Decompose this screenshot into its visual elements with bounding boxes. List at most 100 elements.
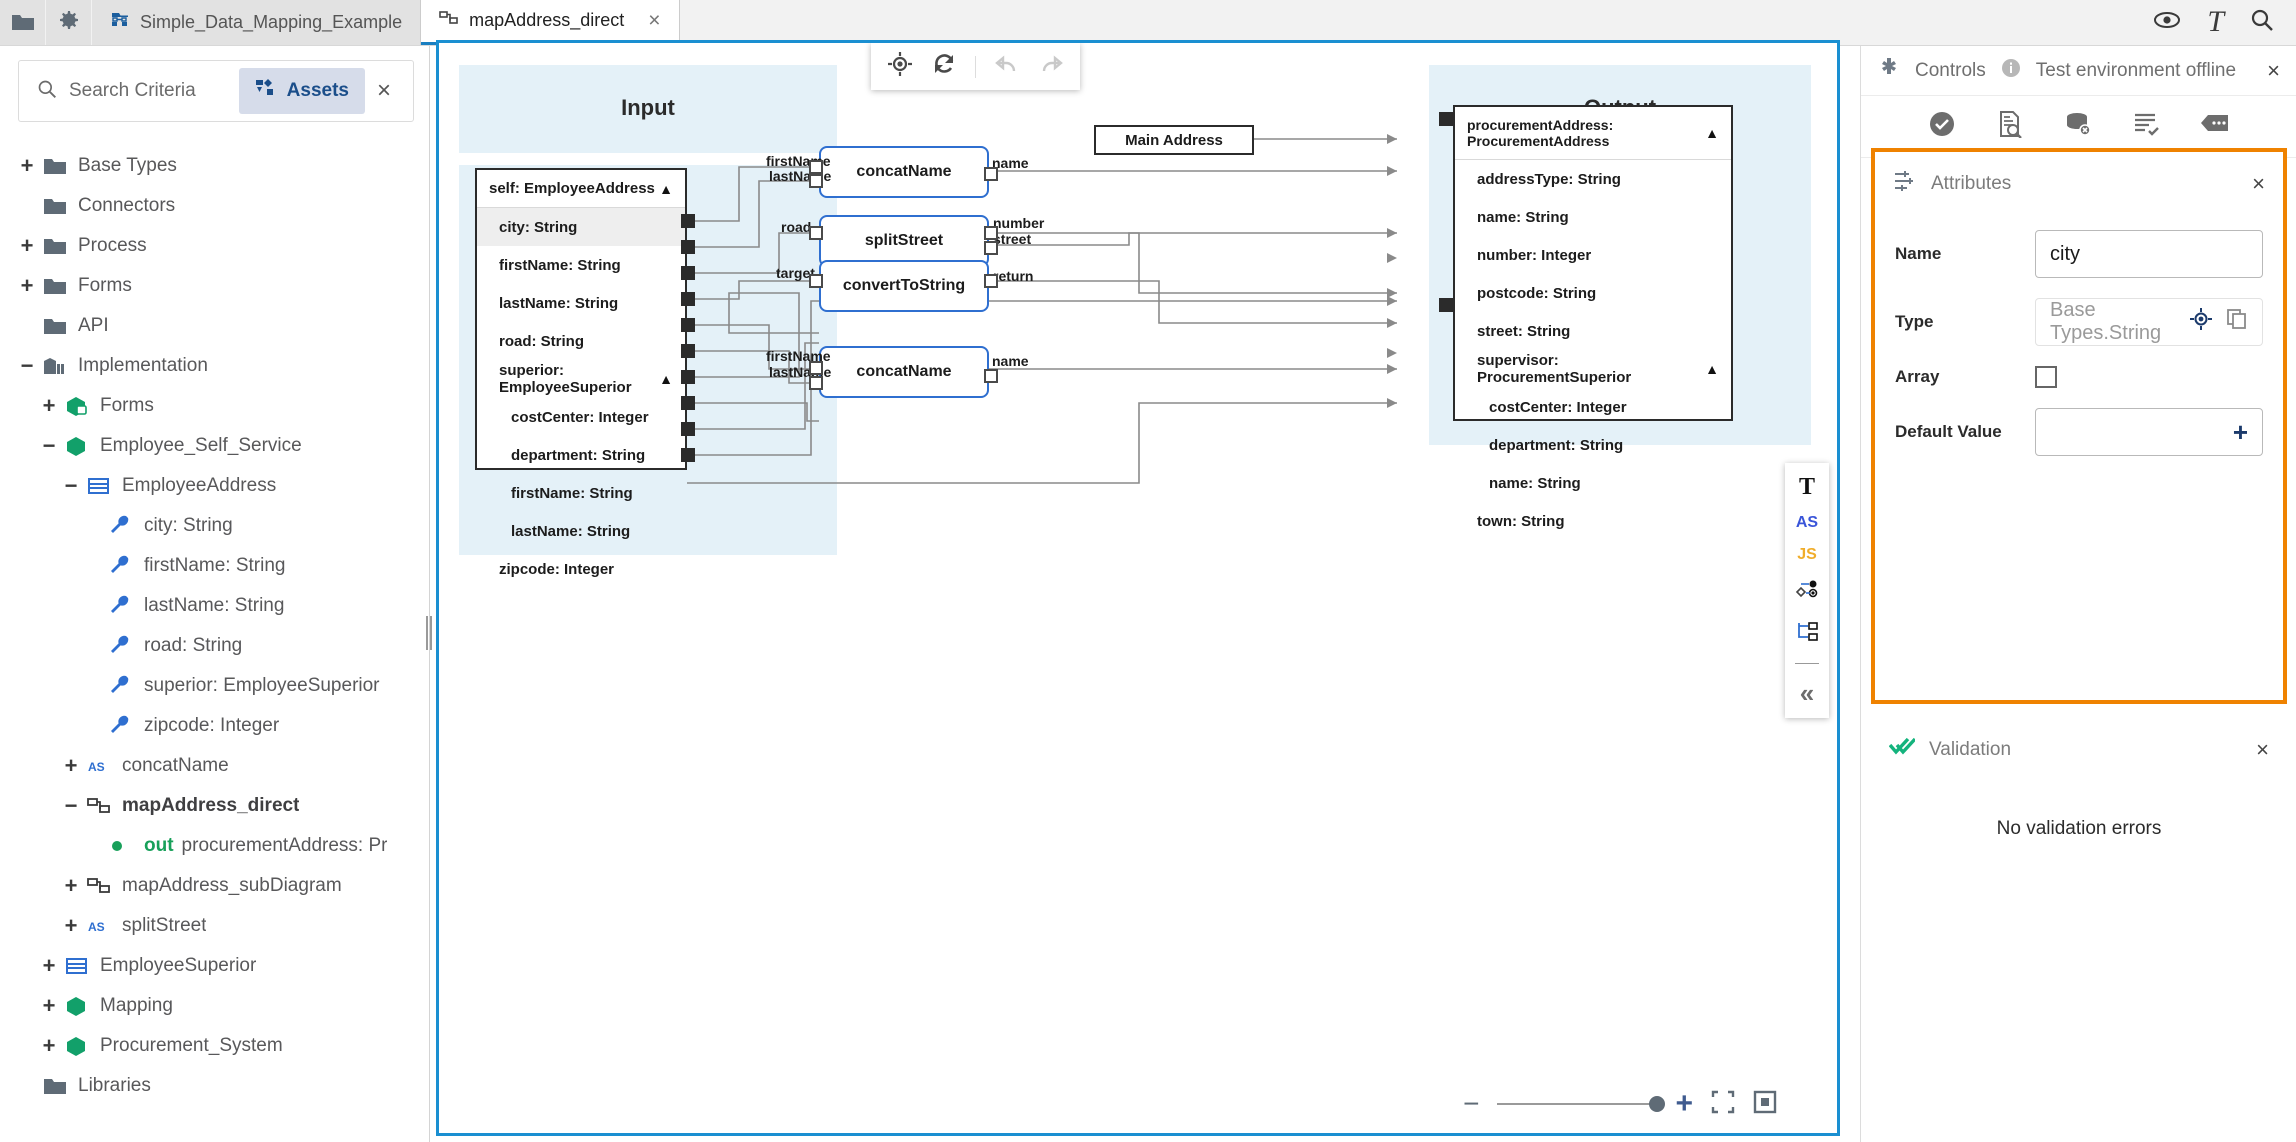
chevron-up-icon[interactable]: ▲: [659, 180, 673, 197]
group-tool-icon[interactable]: [1795, 621, 1819, 647]
validation-close-icon[interactable]: ×: [2256, 737, 2269, 762]
tree-item-road-string[interactable]: road: String: [0, 626, 428, 666]
expand-icon[interactable]: +: [20, 153, 34, 178]
info-icon[interactable]: [2000, 57, 2022, 85]
tab-mapaddress-direct[interactable]: mapAddress_direct ×: [421, 0, 680, 45]
center-icon[interactable]: [887, 51, 913, 82]
zoom-slider[interactable]: [1497, 1096, 1666, 1112]
db-remove-icon[interactable]: [2064, 110, 2092, 143]
panel-splitter[interactable]: [424, 616, 432, 650]
port-in[interactable]: [809, 160, 823, 174]
output-node-row[interactable]: postcode: String: [1455, 274, 1731, 312]
expand-icon[interactable]: +: [42, 393, 56, 418]
fit-icon[interactable]: [1711, 1090, 1735, 1119]
doc-search-icon[interactable]: [1996, 110, 2024, 143]
tree-item-zipcode-integer[interactable]: zipcode: Integer: [0, 706, 428, 746]
gear-icon[interactable]: [46, 0, 92, 45]
eye-icon[interactable]: [2153, 10, 2181, 35]
tree-item-process[interactable]: +Process: [0, 226, 428, 266]
array-checkbox[interactable]: [2035, 366, 2057, 388]
expand-icon[interactable]: +: [20, 233, 34, 258]
self-port[interactable]: [681, 266, 695, 280]
self-node-row[interactable]: department: String: [477, 436, 685, 474]
copy-icon[interactable]: [2226, 308, 2248, 336]
expand-icon[interactable]: +: [42, 953, 56, 978]
output-node-row[interactable]: name: String: [1455, 464, 1731, 502]
tab-simple-data-mapping-example[interactable]: Simple_Data_Mapping_Example: [92, 0, 422, 45]
expand-icon[interactable]: +: [64, 913, 78, 938]
self-port[interactable]: [681, 370, 695, 384]
redo-icon[interactable]: [1038, 53, 1064, 80]
default-value-field[interactable]: +: [2035, 408, 2263, 456]
search-close-icon[interactable]: ×: [376, 77, 391, 104]
tree-item-forms[interactable]: +Forms: [0, 386, 428, 426]
chevron-up-icon[interactable]: ▲: [1705, 125, 1719, 141]
self-node-row[interactable]: firstName: String: [477, 246, 685, 284]
function-concatname-2[interactable]: concatName: [819, 346, 989, 398]
check-circle-icon[interactable]: [1928, 110, 1956, 143]
self-port[interactable]: [681, 448, 695, 462]
canvas-side-toolbar[interactable]: T AS JS «: [1785, 463, 1829, 718]
collapse-tool-icon[interactable]: «: [1799, 678, 1815, 708]
expand-icon[interactable]: +: [64, 873, 78, 898]
zoom-out-button[interactable]: −: [1463, 1088, 1480, 1119]
list-check-icon[interactable]: [2132, 110, 2160, 143]
tree-item-mapaddress-direct[interactable]: −mapAddress_direct: [0, 786, 428, 826]
tree-item-employeeaddress[interactable]: −EmployeeAddress: [0, 466, 428, 506]
type-field[interactable]: Base Types.String: [2035, 298, 2263, 346]
self-port[interactable]: [681, 318, 695, 332]
collapse-icon[interactable]: −: [20, 353, 34, 378]
assets-toggle-button[interactable]: Assets: [238, 68, 365, 114]
self-port[interactable]: [681, 344, 695, 358]
shape-tool-icon[interactable]: [1795, 579, 1819, 605]
collapse-icon[interactable]: −: [64, 793, 78, 818]
self-node-row[interactable]: city: String: [477, 208, 685, 246]
tree-item-mapping[interactable]: +Mapping: [0, 986, 428, 1026]
tree-item-libraries[interactable]: Libraries: [0, 1066, 428, 1106]
search-input[interactable]: Search Criteria: [69, 80, 196, 101]
chevron-up-icon[interactable]: ▲: [659, 371, 673, 387]
collapse-icon[interactable]: −: [42, 433, 56, 458]
output-node-row[interactable]: costCenter: Integer: [1455, 388, 1731, 426]
output-node-row[interactable]: supervisor: ProcurementSuperior▲: [1455, 350, 1731, 388]
self-node-row[interactable]: costCenter: Integer: [477, 398, 685, 436]
expand-icon[interactable]: +: [20, 273, 34, 298]
function-concatname-1[interactable]: concatName: [819, 146, 989, 198]
port-in[interactable]: [809, 174, 823, 188]
actual-size-icon[interactable]: [1753, 1090, 1777, 1119]
function-converttostring[interactable]: convertToString: [819, 260, 989, 312]
tree-item-employee-self-service[interactable]: −Employee_Self_Service: [0, 426, 428, 466]
output-node-row[interactable]: street: String: [1455, 312, 1731, 350]
output-node-anchor[interactable]: [1439, 112, 1453, 126]
name-field[interactable]: city: [2035, 230, 2263, 278]
self-node-row[interactable]: lastName: String: [477, 284, 685, 322]
self-node-row[interactable]: firstName: String: [477, 474, 685, 512]
self-port[interactable]: [681, 422, 695, 436]
tree-item-superior-employeesuperior[interactable]: superior: EmployeeSuperior: [0, 666, 428, 706]
port-out[interactable]: [984, 226, 998, 240]
port-out[interactable]: [984, 274, 998, 288]
tree-item-api[interactable]: API: [0, 306, 428, 346]
output-node-row[interactable]: town: String: [1455, 502, 1731, 540]
self-node-row[interactable]: lastName: String: [477, 512, 685, 550]
output-node-row[interactable]: addressType: String: [1455, 160, 1731, 198]
tree-item-base-types[interactable]: +Base Types: [0, 146, 428, 186]
tree-item-city-string[interactable]: city: String: [0, 506, 428, 546]
diagram-canvas[interactable]: Input Self Output: [436, 40, 1840, 1136]
self-port[interactable]: [681, 214, 695, 228]
tree-item-lastname-string[interactable]: lastName: String: [0, 586, 428, 626]
port-in[interactable]: [809, 226, 823, 240]
self-node-header[interactable]: self: EmployeeAddress ▲: [477, 170, 685, 208]
port-out[interactable]: [984, 369, 998, 383]
self-node-row[interactable]: road: String: [477, 322, 685, 360]
self-port[interactable]: [681, 240, 695, 254]
tree-item-mapaddress-subdiagram[interactable]: +mapAddress_subDiagram: [0, 866, 428, 906]
self-port[interactable]: [681, 396, 695, 410]
output-node[interactable]: procurementAddress: ProcurementAddress ▲…: [1453, 105, 1733, 530]
tree-item-implementation[interactable]: −Implementation: [0, 346, 428, 386]
output-node-row[interactable]: number: Integer: [1455, 236, 1731, 274]
tree-item-procurement-system[interactable]: +Procurement_System: [0, 1026, 428, 1066]
